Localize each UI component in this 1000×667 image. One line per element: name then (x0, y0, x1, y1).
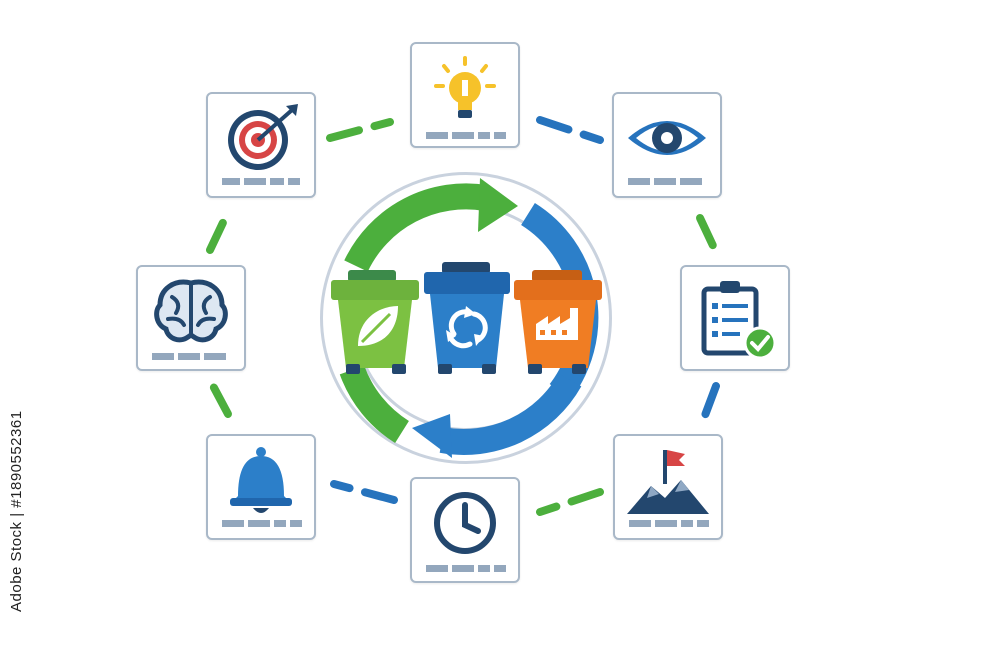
green-cycle-arrow (344, 183, 489, 272)
recycle-icon (446, 306, 488, 349)
orange-bin (514, 270, 602, 374)
node-eye[interactable] (612, 92, 722, 198)
connector-lines (206, 116, 720, 516)
target-icon (222, 104, 300, 185)
node-lightbulb[interactable] (410, 42, 520, 148)
blue-bin (424, 262, 510, 374)
connector-brain-target (206, 208, 232, 254)
stock-id-watermark: Adobe Stock | #1890552361 (8, 410, 25, 612)
green-cycle-arrow-lower (339, 365, 410, 444)
green-bin (331, 270, 419, 374)
green-arrowhead-top (478, 178, 518, 232)
lightbulb-icon (426, 56, 506, 139)
brain-icon (152, 279, 228, 360)
blue-arrowhead-bottom (412, 414, 452, 458)
connector-clock-bell (330, 480, 398, 504)
clock-icon (426, 492, 506, 572)
node-bell[interactable] (206, 434, 316, 540)
waste-bins (331, 262, 602, 374)
connector-mountain-clock (536, 488, 604, 516)
bell-icon (222, 447, 302, 527)
leaf-icon (358, 306, 398, 346)
connector-target-bulb (326, 118, 394, 142)
connector-eye-checklist (696, 214, 720, 256)
eye-icon (628, 121, 706, 185)
blue-cycle-arrow-bottom (439, 373, 582, 455)
node-brain[interactable] (136, 265, 246, 371)
checklist-icon (701, 281, 777, 360)
connector-checklist-mountain (700, 382, 720, 422)
connector-bell-brain (208, 380, 232, 418)
factory-icon (536, 308, 578, 340)
node-target[interactable] (206, 92, 316, 198)
connector-bulb-eye (536, 116, 604, 144)
mountain-flag-icon (627, 450, 709, 527)
node-checklist[interactable] (680, 265, 790, 371)
node-clock[interactable] (410, 477, 520, 583)
node-mountain-flag[interactable] (613, 434, 723, 540)
